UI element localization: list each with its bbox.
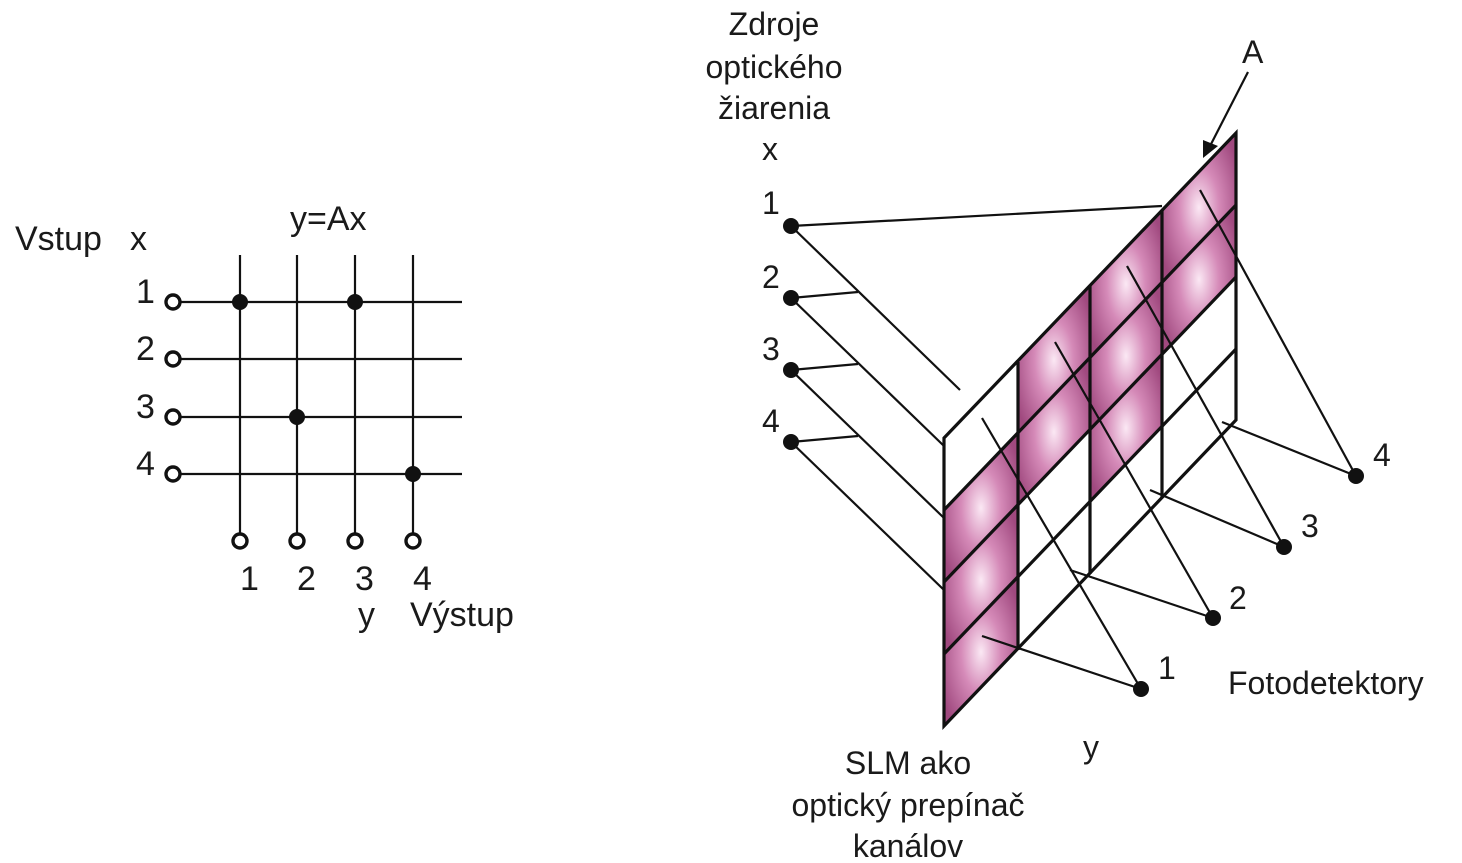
output-terminal-4 <box>404 532 422 550</box>
input-number-2: 2 <box>136 330 155 368</box>
source-beam <box>790 225 961 391</box>
detector-beam <box>1221 420 1357 478</box>
output-number-4: 4 <box>413 560 432 598</box>
source-number-4: 4 <box>762 403 780 439</box>
slm-cell-active <box>1162 133 1236 282</box>
input-var-label: x <box>130 220 147 258</box>
slm-cell-active <box>944 506 1018 654</box>
detector-beam <box>981 417 1142 690</box>
output-number-1: 1 <box>240 560 259 598</box>
source-beam <box>790 441 945 591</box>
slm-frame <box>942 129 1238 730</box>
detector-beam <box>1069 568 1214 620</box>
input-terminal-3 <box>164 408 182 426</box>
detector-number-4: 4 <box>1373 437 1391 473</box>
source-var-label: x <box>762 131 778 167</box>
detector-label: Fotodetektory <box>1228 665 1424 701</box>
slm-grid <box>942 129 1238 730</box>
slm-cells <box>944 133 1236 726</box>
slm-cell-active <box>1090 210 1162 358</box>
detector-number-2: 2 <box>1229 580 1247 616</box>
input-terminal-2 <box>164 350 182 368</box>
slm-grid-line <box>942 203 1238 512</box>
slm-grid-line <box>942 347 1238 656</box>
input-number-3: 3 <box>136 388 155 426</box>
light-source-1 <box>783 218 799 234</box>
output-terminal-2 <box>288 532 306 550</box>
source-beams <box>790 204 1163 591</box>
output-var-label: y <box>358 596 375 634</box>
slm-cell-active <box>1018 286 1090 434</box>
equation-label: y=Ax <box>290 200 367 238</box>
connection-dot <box>405 466 421 482</box>
optical-crossbar: Zdroje optického žiarenia x 1 2 3 4 A 1 … <box>706 6 1424 863</box>
input-number-4: 4 <box>136 445 155 483</box>
input-label: Vstup <box>15 220 102 258</box>
detector-number-1: 1 <box>1158 650 1176 686</box>
output-var-label: y <box>1083 729 1099 765</box>
crossbar-switch: Vstup x y=Ax 1 2 3 4 1 2 3 4 y Výstup <box>15 200 514 634</box>
detector-beam <box>1199 189 1357 477</box>
slm-cell-active <box>1090 282 1162 430</box>
slm-cell-active <box>944 578 1018 726</box>
source-title-line-2: optického <box>706 49 843 85</box>
source-beam <box>790 204 1163 228</box>
slm-cell-active <box>1162 205 1236 354</box>
slm-caption-line-1: SLM ako <box>845 745 971 781</box>
arrow-head-icon <box>1203 140 1218 158</box>
detector-beam <box>981 634 1142 691</box>
slm-caption-line-2: optický prepínač <box>791 787 1024 823</box>
source-beam <box>790 434 859 444</box>
output-terminal-3 <box>346 532 364 550</box>
slm-cell-active <box>1018 358 1090 506</box>
photodetector-4 <box>1348 468 1364 484</box>
source-beam <box>790 290 859 300</box>
source-beam <box>790 297 945 447</box>
photodetector-1 <box>1133 681 1149 697</box>
source-beam <box>790 369 945 519</box>
source-number-3: 3 <box>762 331 780 367</box>
detector-beam <box>1126 265 1285 548</box>
detector-beam <box>1149 488 1285 549</box>
output-label: Výstup <box>410 596 514 634</box>
detector-number-3: 3 <box>1301 508 1319 544</box>
slm-cell-active <box>1090 354 1162 502</box>
connection-dot <box>289 409 305 425</box>
source-title-line-3: žiarenia <box>718 90 830 126</box>
light-source-4 <box>783 434 799 450</box>
slm-grid-line <box>942 275 1238 584</box>
output-number-2: 2 <box>297 560 316 598</box>
slm-caption-line-3: kanálov <box>853 828 963 863</box>
photodetector-3 <box>1276 539 1292 555</box>
output-terminal-1 <box>231 532 249 550</box>
output-number-3: 3 <box>355 560 374 598</box>
connection-dot <box>232 294 248 310</box>
detector-beam <box>1054 341 1214 619</box>
input-terminal-1 <box>164 293 182 311</box>
source-title-line-1: Zdroje <box>729 6 820 42</box>
input-terminal-4 <box>164 465 182 483</box>
input-number-1: 1 <box>136 273 155 311</box>
arrow-line <box>1207 71 1249 151</box>
slm-cell-active <box>944 434 1018 582</box>
light-source-3 <box>783 362 799 378</box>
connection-dot <box>347 294 363 310</box>
light-source-2 <box>783 290 799 306</box>
source-number-1: 1 <box>762 185 780 221</box>
matrix-label: A <box>1242 34 1264 70</box>
detector-beams <box>981 189 1357 691</box>
photodetector-2 <box>1205 610 1221 626</box>
source-number-2: 2 <box>762 259 780 295</box>
source-beam <box>790 362 859 372</box>
matrix-pointer-arrow <box>1203 71 1249 158</box>
